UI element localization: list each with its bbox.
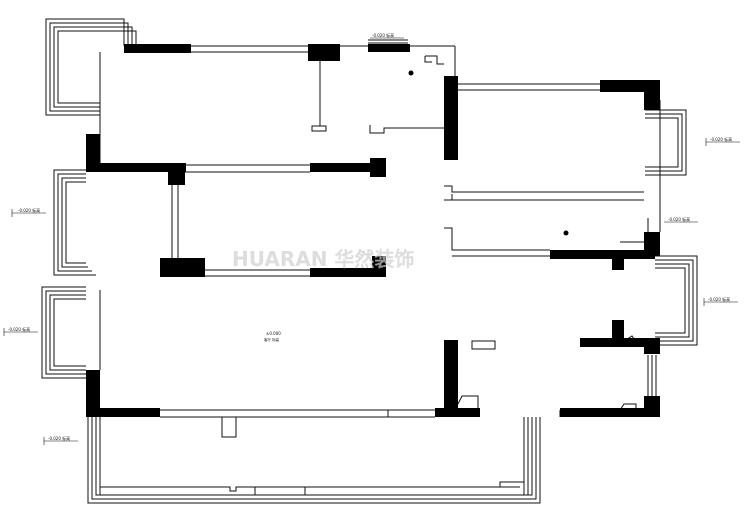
fixture-dot-top [408, 70, 414, 76]
svg-text:-0.020 标高: -0.020 标高 [48, 435, 70, 441]
elevation-tag-7: -0.020 标高 [43, 435, 78, 445]
window-left-upper [53, 169, 96, 276]
elevation-tag-1: -0.020 标高 [370, 32, 404, 39]
svg-text:-0.020 标高: -0.020 标高 [710, 136, 732, 142]
elevation-tag-5: -0.020 标高 [703, 296, 738, 306]
thin-lines [41, 18, 698, 504]
solid-walls [86, 44, 660, 417]
window-right-middle [655, 255, 698, 346]
center-elevation-note: 客厅 标高 [264, 337, 280, 342]
svg-text:-0.020 标高: -0.020 标高 [372, 32, 394, 38]
elevation-tag-2: -0.020 标高 [705, 136, 740, 146]
elevation-tag-6: -0.020 标高 [3, 326, 38, 336]
svg-text:-0.020 标高: -0.020 标高 [708, 296, 730, 302]
center-elevation: ±0.000 [266, 331, 281, 336]
bay-window-right-top [645, 109, 687, 176]
balcony-outline [87, 417, 541, 504]
window-left-lower [41, 286, 86, 379]
watermark: HUARAN 华然装饰 [232, 247, 414, 271]
svg-text:-0.020 标高: -0.020 标高 [668, 216, 690, 222]
elevation-tag-3: -0.020 标高 [664, 216, 698, 223]
fixture-dot-right [563, 230, 569, 236]
svg-text:-0.020 标高: -0.020 标高 [8, 326, 30, 332]
bay-window-top-left [45, 18, 125, 116]
svg-text:-0.020 标高: -0.020 标高 [18, 207, 40, 213]
elevation-tag-4: -0.020 标高 [11, 207, 46, 217]
